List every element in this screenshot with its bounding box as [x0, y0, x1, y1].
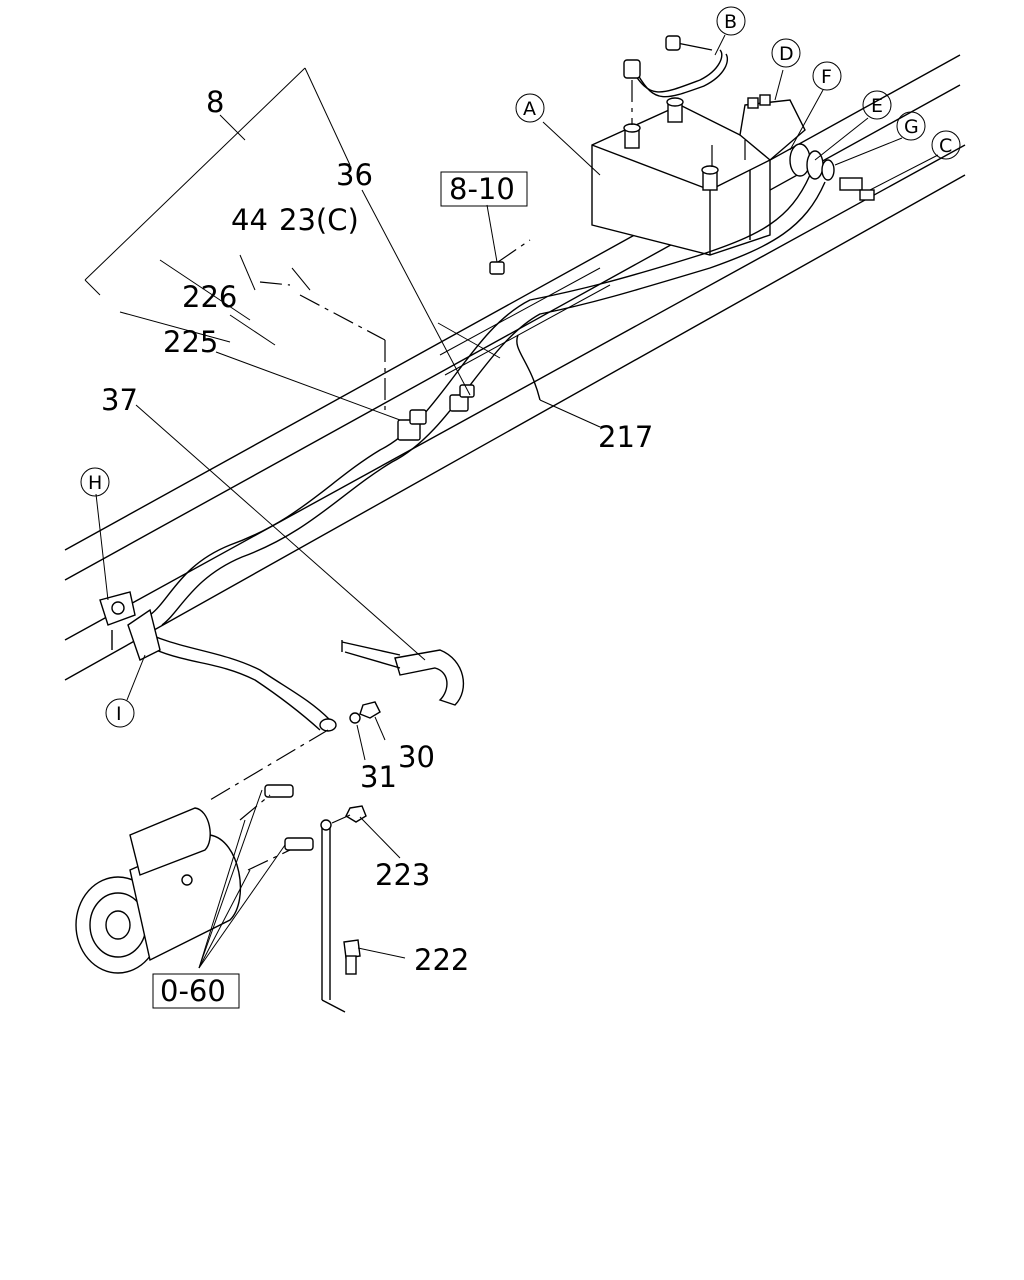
label-226: 226: [182, 280, 237, 314]
callout-F: F: [821, 66, 832, 88]
part-number-labels: 8 36 44 23(C) 226 225 37 217 30 31 223 2…: [101, 85, 653, 977]
ref-0-60: 0-60: [160, 974, 226, 1008]
label-37: 37: [101, 383, 138, 417]
callout-H: H: [88, 472, 102, 494]
ref-box-8-10: [440, 171, 528, 207]
label-44: 44: [231, 203, 268, 237]
callout-D: D: [779, 43, 794, 65]
battery-jumper-cable: [623, 35, 729, 125]
boxed-references: 8-10 0-60: [152, 171, 528, 1009]
callout-E: E: [871, 95, 883, 117]
ground-cable: [320, 805, 367, 1013]
clip-detail: [341, 640, 465, 706]
callout-G: G: [904, 116, 919, 138]
label-222: 222: [414, 943, 469, 977]
circled-callouts: A B C D E F G H I: [80, 6, 961, 728]
cable-terminal-30-31: [209, 701, 381, 801]
callout-B: B: [724, 11, 737, 33]
callout-A: A: [523, 98, 536, 120]
label-217: 217: [598, 420, 653, 454]
ref-box-0-60: [152, 973, 240, 1009]
label-223: 223: [375, 858, 430, 892]
label-8: 8: [206, 85, 224, 119]
leader-lines: [84, 34, 939, 969]
mounting-bracket: [99, 591, 161, 661]
ref-8-10: 8-10: [449, 172, 515, 206]
callout-I: I: [116, 703, 122, 725]
label-31: 31: [360, 760, 397, 794]
label-225: 225: [163, 325, 218, 359]
starter-motor: [75, 784, 314, 974]
callout-C: C: [939, 135, 952, 157]
label-23c: 23(C): [279, 203, 359, 237]
main-harness: [139, 174, 826, 731]
label-30: 30: [398, 740, 435, 774]
label-36: 36: [336, 158, 373, 192]
battery-assembly: [591, 97, 771, 256]
terminal-assembly: [711, 94, 875, 201]
